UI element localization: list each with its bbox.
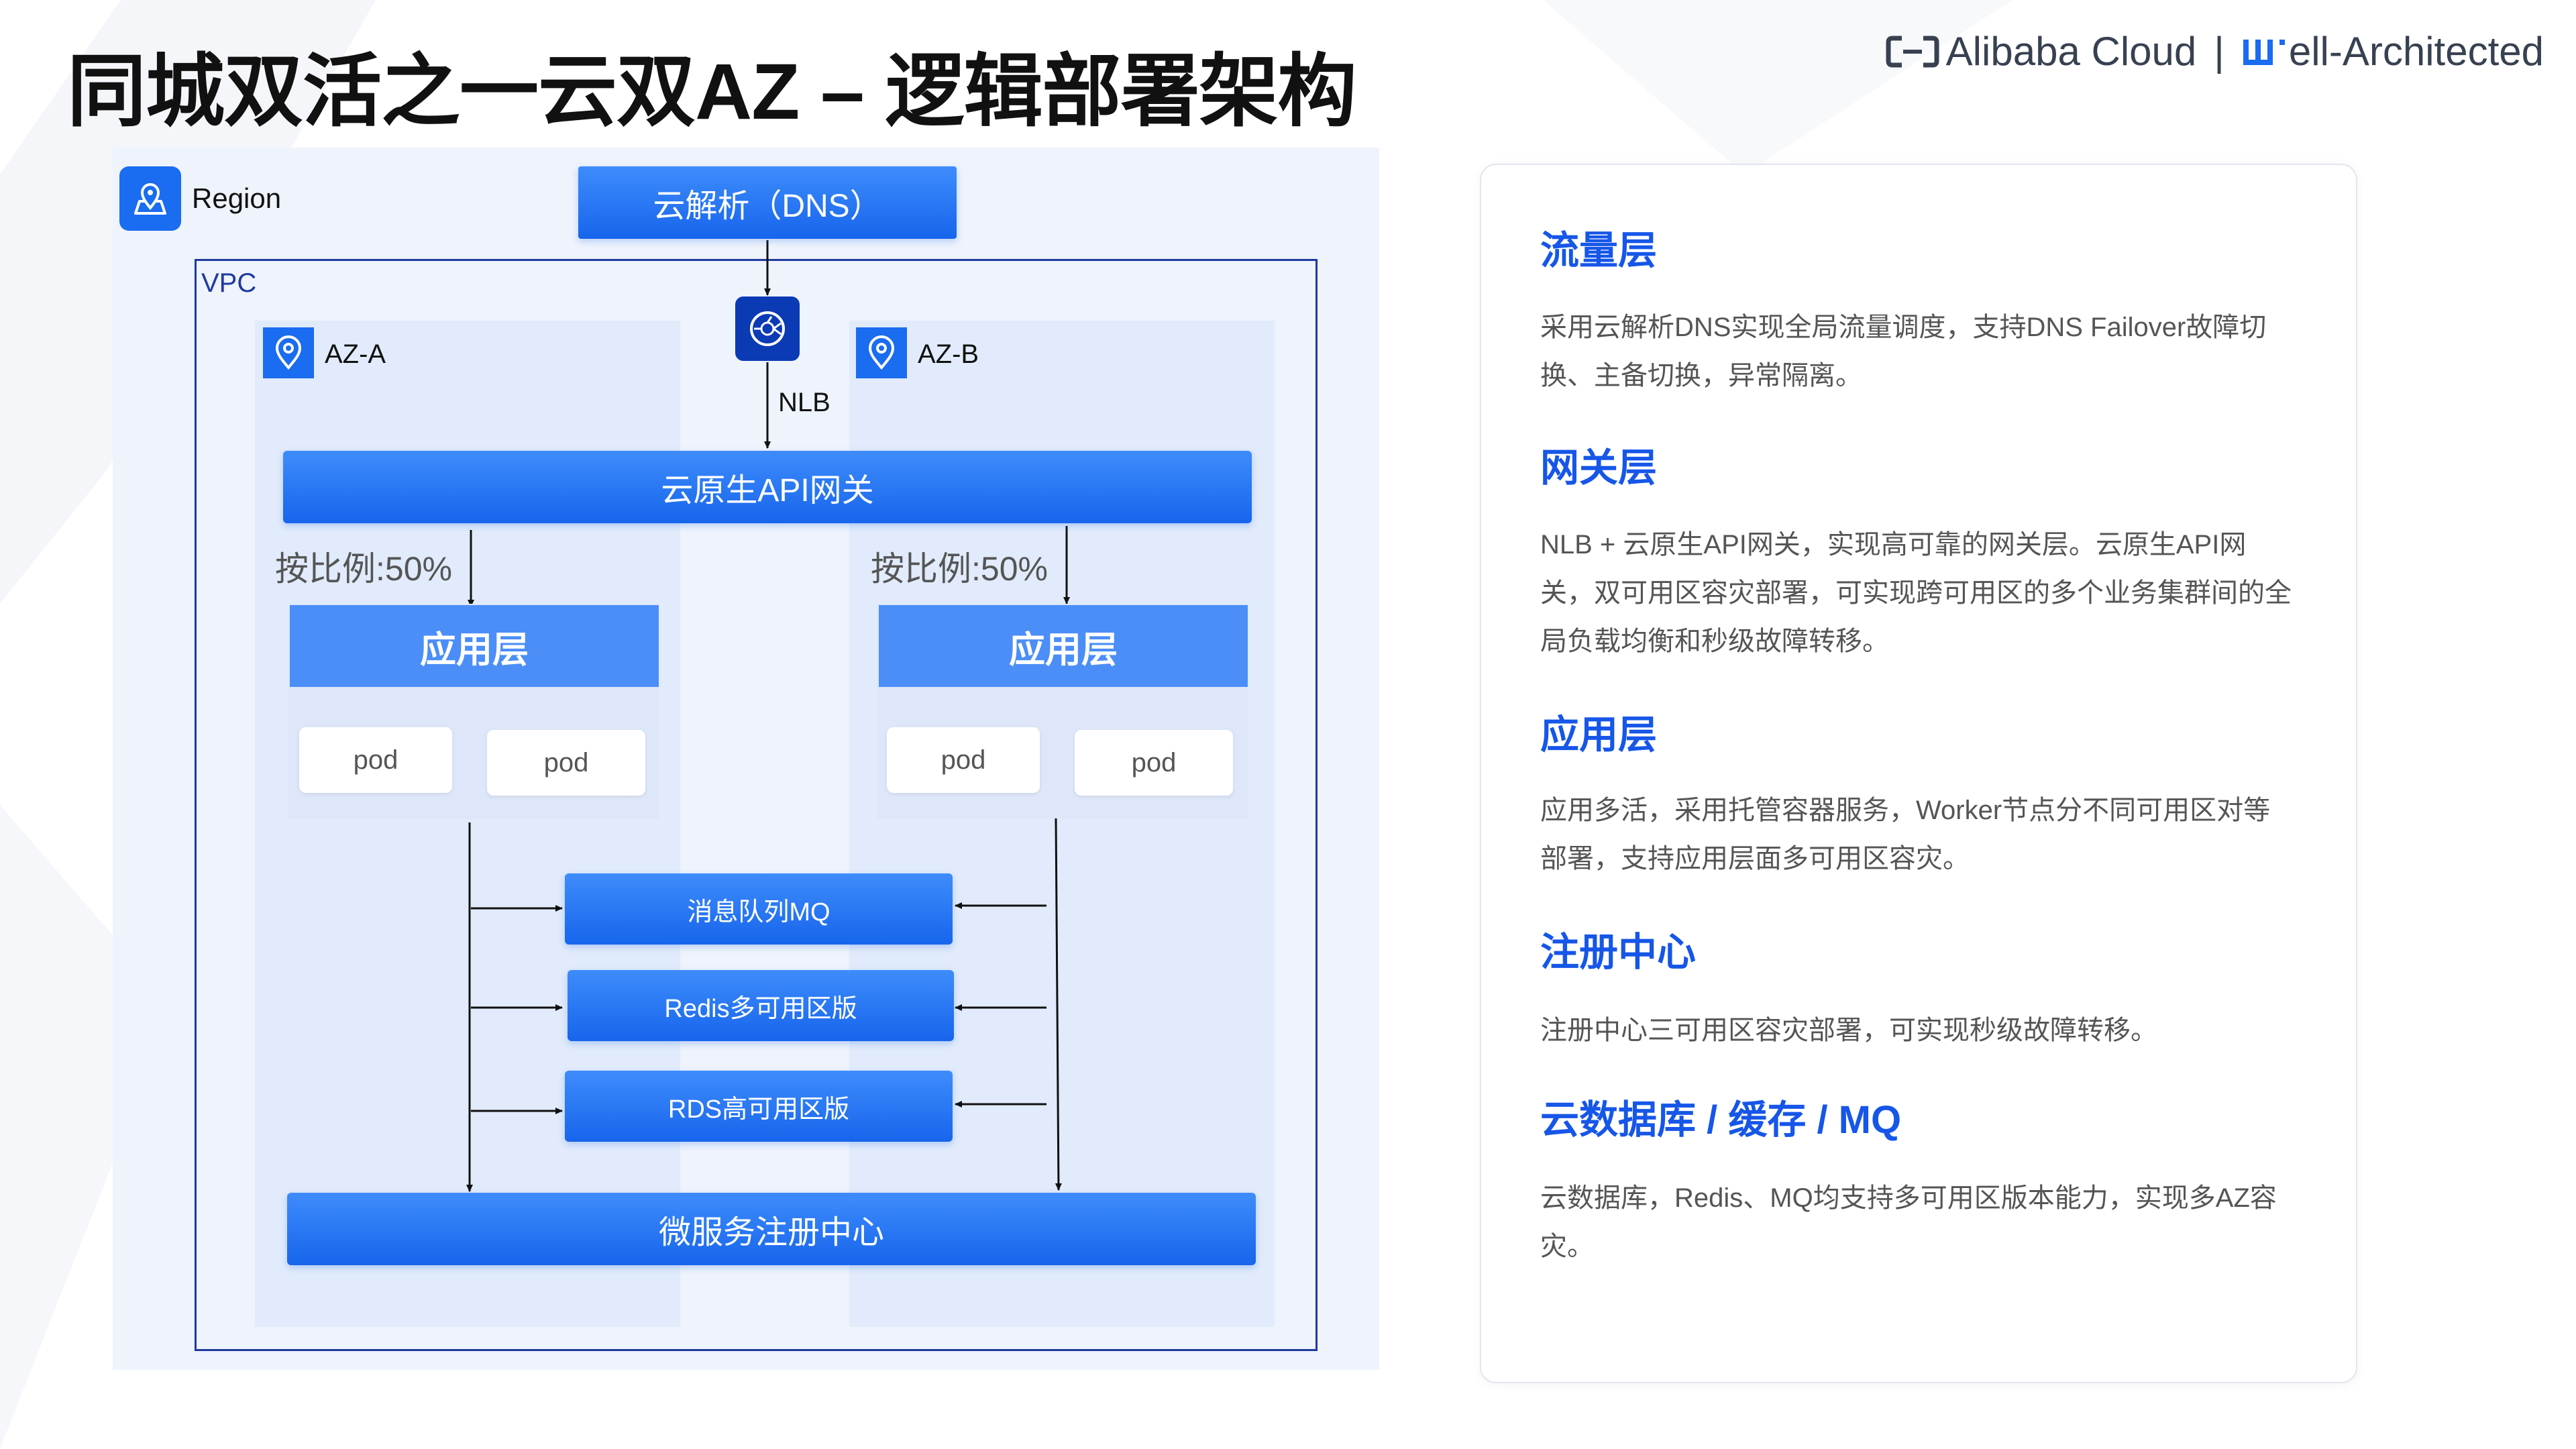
pod-az-a-2[interactable]: pod — [487, 730, 645, 796]
ratio-label-az-a: 按比例:50% — [275, 550, 452, 588]
section-text-traffic: 采用云解析DNS实现全局流量调度，支持DNS Failover故障切换、主备切换… — [1540, 313, 2267, 390]
pod-az-b-2[interactable]: pod — [1075, 730, 1233, 796]
service-mq[interactable]: 消息队列MQ — [565, 873, 953, 945]
vpc-label: VPC — [201, 268, 257, 298]
page-title: 同城双活之一云双AZ – 逻辑部署架构 — [67, 48, 1356, 136]
az-a-label: AZ-A — [325, 339, 386, 369]
pod-az-a-1[interactable]: pod — [299, 727, 452, 793]
az-b-location-icon — [856, 327, 907, 378]
brand-logo: Alibaba Cloud | ell-Architected — [1886, 28, 2544, 74]
section-text-registry: 注册中心三可用区容灾部署，可实现秒级故障转移。 — [1540, 1016, 2157, 1045]
section-text-database: 云数据库，Redis、MQ均支持多可用区版本能力，实现多AZ容灾。 — [1540, 1183, 2277, 1261]
app-layer-header-az-a[interactable]: 应用层 — [290, 605, 659, 687]
nlb-label: NLB — [778, 388, 830, 417]
section-text-gateway: NLB + 云原生API网关，实现高可靠的网关层。云原生API网关，双可用区容灾… — [1540, 530, 2292, 656]
region-label: Region — [192, 182, 282, 214]
region-map-icon — [119, 166, 181, 231]
brand-separator: | — [2214, 29, 2224, 74]
nlb-icon — [735, 297, 800, 361]
brand-alibaba-text: Alibaba Cloud — [1945, 29, 2197, 74]
service-registry-node[interactable]: 微服务注册中心 — [287, 1193, 1256, 1265]
alibaba-cloud-icon — [1886, 34, 1939, 69]
app-layer-header-az-b[interactable]: 应用层 — [879, 605, 1248, 687]
dns-node[interactable]: 云解析（DNS） — [578, 166, 957, 239]
api-gateway-node[interactable]: 云原生API网关 — [283, 451, 1252, 523]
section-title-app: 应用层 — [1540, 713, 1658, 757]
section-title-traffic: 流量层 — [1540, 229, 1658, 272]
section-title-registry: 注册中心 — [1540, 930, 1697, 974]
ratio-label-az-b: 按比例:50% — [871, 550, 1048, 588]
az-b-label: AZ-B — [918, 339, 979, 369]
az-a-location-icon — [263, 327, 314, 378]
section-text-app: 应用多活，采用托管容器服务，Worker节点分不同可用区对等部署，支持应用层面多… — [1540, 796, 2271, 873]
brand-well-architected-text: ell-Architected — [2288, 29, 2544, 74]
section-title-gateway: 网关层 — [1540, 446, 1658, 490]
well-architected-w-icon — [2242, 34, 2286, 69]
service-redis[interactable]: Redis多可用区版 — [568, 970, 954, 1041]
vpc-boundary — [195, 259, 1318, 1351]
description-panel — [1480, 164, 2357, 1383]
section-title-database: 云数据库 / 缓存 / MQ — [1540, 1098, 1902, 1142]
service-rds[interactable]: RDS高可用区版 — [565, 1071, 953, 1142]
pod-az-b-1[interactable]: pod — [887, 727, 1040, 793]
